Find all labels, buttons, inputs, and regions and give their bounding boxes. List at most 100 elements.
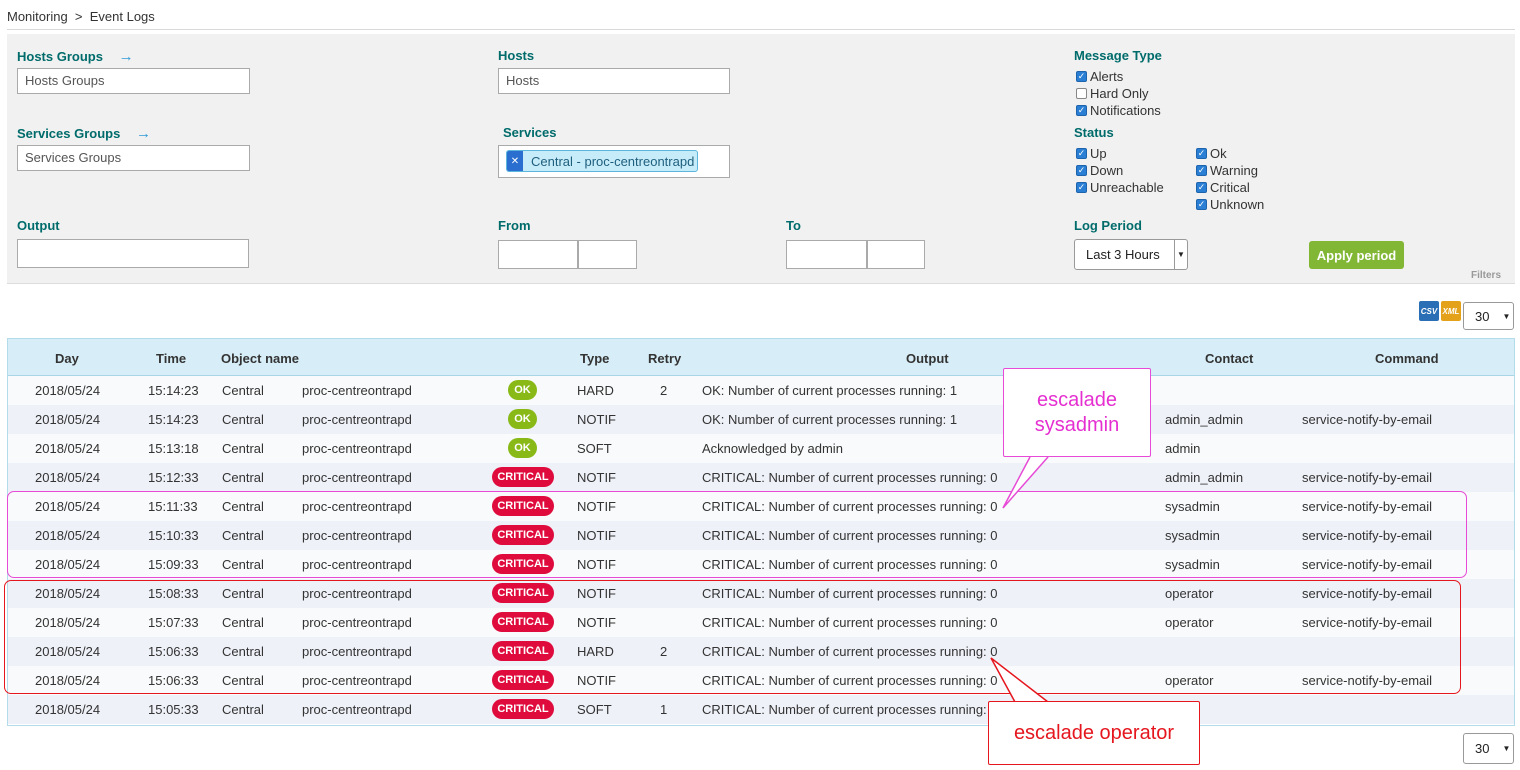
header-contact[interactable]: Contact — [1205, 351, 1254, 366]
log-period-label: Log Period — [1074, 218, 1142, 233]
cell-time: 15:06:33 — [148, 673, 199, 688]
checkbox-unreachable[interactable]: ✓Unreachable — [1076, 180, 1164, 195]
cell-service: proc-centreontrapd — [302, 528, 412, 543]
checkbox-unknown[interactable]: ✓Unknown — [1196, 197, 1265, 212]
cell-host: Central — [222, 673, 264, 688]
cell-output: CRITICAL: Number of current processes ru… — [702, 499, 998, 514]
checkbox-icon[interactable]: ✓ — [1196, 199, 1207, 210]
cell-command: service-notify-by-email — [1302, 615, 1433, 630]
arrow-right-icon[interactable]: → — [118, 48, 134, 65]
checkbox-icon[interactable]: ✓ — [1076, 182, 1087, 193]
from-date-input[interactable] — [498, 240, 578, 269]
cell-day: 2018/05/24 — [35, 702, 101, 717]
checkbox-icon[interactable]: ✓ — [1076, 105, 1087, 116]
csv-export-icon[interactable]: CSV — [1419, 301, 1439, 321]
cell-day: 2018/05/24 — [35, 586, 101, 601]
apply-period-button[interactable]: Apply period — [1309, 241, 1404, 269]
cell-output: CRITICAL: Number of current processes ru… — [702, 528, 998, 543]
checkbox-icon[interactable]: ✓ — [1076, 71, 1087, 82]
cell-command: service-notify-by-email — [1302, 557, 1433, 572]
checkbox-down[interactable]: ✓Down — [1076, 163, 1124, 178]
page-size-select-top[interactable]: 30 ▼ — [1463, 302, 1514, 330]
checkbox-icon[interactable]: ✓ — [1076, 88, 1087, 99]
host-status-list: ✓Up ✓Down ✓Unreachable — [1076, 145, 1164, 196]
cell-type: NOTIF — [577, 673, 616, 688]
checkbox-hard-only[interactable]: ✓Hard Only — [1076, 85, 1161, 102]
cell-command: service-notify-by-email — [1302, 412, 1433, 427]
header-day[interactable]: Day — [55, 351, 79, 366]
status-badge: OK — [508, 380, 537, 400]
cell-command: service-notify-by-email — [1302, 673, 1433, 688]
header-command[interactable]: Command — [1375, 351, 1439, 366]
cell-service: proc-centreontrapd — [302, 615, 412, 630]
checkbox-notifications[interactable]: ✓Notifications — [1076, 103, 1161, 118]
to-date-input[interactable] — [786, 240, 867, 269]
cell-host: Central — [222, 586, 264, 601]
page-size-select-bottom[interactable]: 30 ▼ — [1463, 733, 1514, 764]
cell-day: 2018/05/24 — [35, 499, 101, 514]
hosts-groups-input[interactable]: Hosts Groups — [17, 68, 250, 94]
cell-service: proc-centreontrapd — [302, 499, 412, 514]
header-output[interactable]: Output — [906, 351, 949, 366]
cell-service: proc-centreontrapd — [302, 557, 412, 572]
cell-service: proc-centreontrapd — [302, 644, 412, 659]
checkbox-icon[interactable]: ✓ — [1196, 165, 1207, 176]
remove-tag-icon[interactable]: ✕ — [507, 151, 523, 171]
cell-time: 15:06:33 — [148, 644, 199, 659]
checkbox-ok[interactable]: ✓Ok — [1196, 146, 1227, 161]
hosts-input[interactable]: Hosts — [498, 68, 730, 94]
cell-output: CRITICAL: Number of current processes ru… — [702, 702, 998, 717]
cell-day: 2018/05/24 — [35, 557, 101, 572]
log-period-select[interactable]: Last 3 Hours ▼ — [1074, 239, 1188, 270]
to-time-input[interactable] — [867, 240, 925, 269]
filters-link[interactable]: Filters — [1471, 270, 1502, 281]
arrow-right-icon[interactable]: → — [135, 125, 151, 142]
status-badge: CRITICAL — [492, 525, 554, 545]
cell-service: proc-centreontrapd — [302, 702, 412, 717]
cell-service: proc-centreontrapd — [302, 673, 412, 688]
cell-service: proc-centreontrapd — [302, 470, 412, 485]
cell-time: 15:07:33 — [148, 615, 199, 630]
xml-export-icon[interactable]: XML — [1441, 301, 1461, 321]
cell-retry: 1 — [660, 702, 668, 717]
checkbox-icon[interactable]: ✓ — [1076, 148, 1087, 159]
cell-host: Central — [222, 528, 264, 543]
header-time[interactable]: Time — [156, 351, 187, 366]
output-input[interactable] — [17, 239, 249, 268]
cell-type: NOTIF — [577, 412, 616, 427]
checkbox-alerts[interactable]: ✓Alerts — [1076, 69, 1124, 84]
from-time-input[interactable] — [578, 240, 637, 269]
checkbox-icon[interactable]: ✓ — [1196, 148, 1207, 159]
header-retry[interactable]: Retry — [648, 351, 682, 366]
checkbox-warning[interactable]: ✓Warning — [1196, 163, 1258, 178]
cell-contact: sysadmin — [1165, 499, 1220, 514]
cell-command: service-notify-by-email — [1302, 528, 1433, 543]
checkbox-icon[interactable]: ✓ — [1076, 165, 1087, 176]
status-label: Status — [1074, 125, 1114, 140]
checkbox-critical[interactable]: ✓Critical — [1196, 180, 1250, 195]
header-object-name[interactable]: Object name — [221, 351, 300, 366]
cell-time: 15:12:33 — [148, 470, 199, 485]
sysadmin-callout-pointer — [1002, 456, 1049, 509]
checkbox-up[interactable]: ✓Up — [1076, 146, 1107, 161]
cell-type: NOTIF — [577, 499, 616, 514]
cell-host: Central — [222, 615, 264, 630]
header-type[interactable]: Type — [580, 351, 610, 366]
checkbox-icon[interactable]: ✓ — [1196, 182, 1207, 193]
cell-type: SOFT — [577, 702, 612, 717]
services-input[interactable]: ✕ Central - proc-centreontrapd — [498, 145, 730, 178]
services-groups-input[interactable]: Services Groups — [17, 145, 250, 171]
